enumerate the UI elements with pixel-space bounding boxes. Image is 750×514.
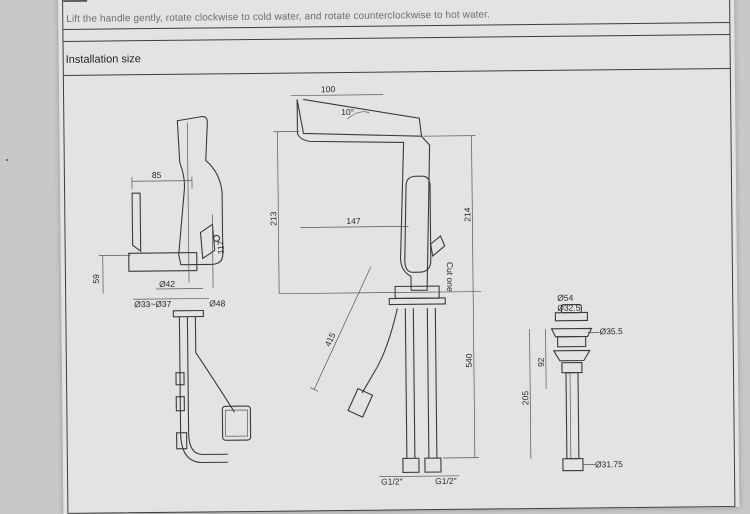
dim-d32-5: Ø32.5 (557, 303, 581, 313)
dim-117: 117 (216, 240, 226, 254)
dim-d48: Ø48 (209, 298, 225, 308)
dim-59: 59 (91, 274, 101, 284)
dim-d31-75: Ø31.75 (595, 459, 623, 469)
installation-diagram: 85 117 59 Ø42 Ø33~Ø37 Ø48 (58, 0, 739, 514)
dim-85: 85 (152, 170, 162, 180)
dim-d35-5: Ø35.5 (600, 326, 624, 336)
manual-page: ▬▬▬▬ Lift the handle gently, rotate cloc… (58, 0, 739, 514)
thread-right-label: G1/2" (435, 476, 457, 486)
dim-214: 214 (462, 207, 472, 222)
dim-angle-10: 10° (341, 107, 354, 117)
dim-d42: Ø42 (159, 279, 175, 289)
dim-147: 147 (346, 216, 361, 226)
dim-540: 540 (464, 353, 474, 368)
faucet-side-view: 85 117 59 Ø42 Ø33~Ø37 Ø48 (89, 116, 251, 464)
dim-415: 415 (322, 331, 337, 348)
dim-92: 92 (536, 357, 546, 367)
dim-205: 205 (520, 391, 530, 406)
thread-left-label: G1/2" (381, 476, 403, 486)
cut-one-label: Cut one (445, 262, 455, 292)
dim-213: 213 (268, 211, 278, 226)
dim-d33-37: Ø33~Ø37 (134, 299, 171, 309)
dim-100: 100 (321, 84, 336, 94)
drain-assembly-view: Ø54 Ø32.5 Ø35.5 92 205 Ø31.75 (519, 292, 624, 471)
faucet-front-view: 100 10° 213 214 147 Cut one (267, 83, 483, 488)
dim-d54: Ø54 (557, 293, 573, 303)
